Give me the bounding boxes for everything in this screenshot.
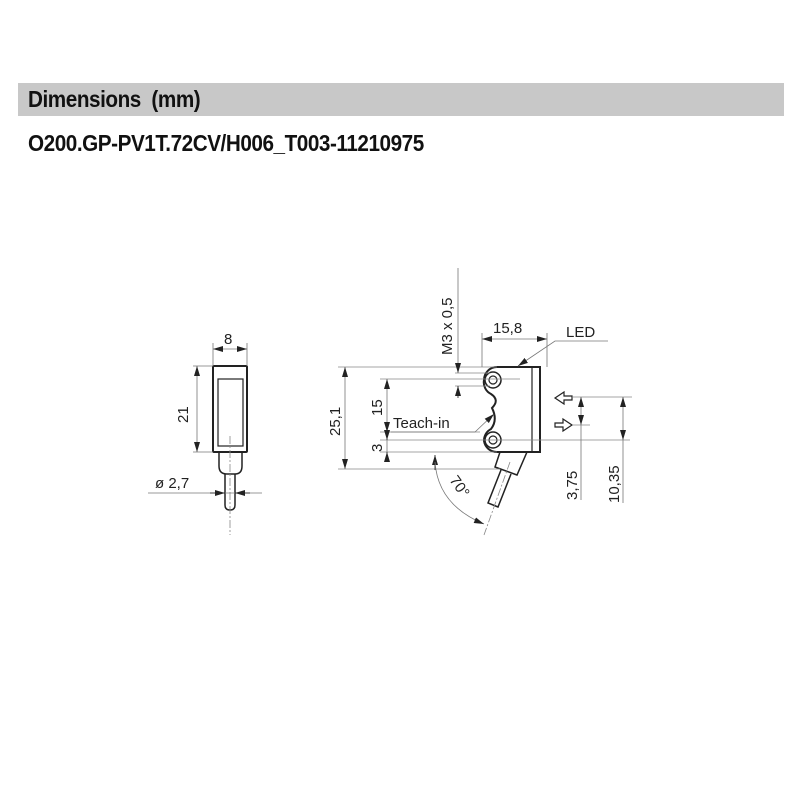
side-view: [148, 343, 262, 535]
header-bar: [18, 83, 784, 116]
front-view: [338, 268, 632, 536]
height-label: 21: [175, 406, 192, 423]
depth-label: 15,8: [493, 320, 522, 337]
bottom-offset-label: 3: [369, 444, 386, 452]
hole-spacing-label: 15: [369, 399, 386, 416]
cable-diameter-label: ø 2,7: [155, 475, 189, 492]
model-code: O200.GP-PV1T.72CV/H006_T003-11210975: [28, 130, 424, 156]
total-height-label: 25,1: [327, 407, 344, 436]
optical-height-label: 10,35: [606, 465, 623, 503]
teach-in-label: Teach-in: [393, 415, 450, 432]
width-label: 8: [224, 331, 232, 348]
thread-label: M3 x 0,5: [439, 297, 456, 355]
led-label: LED: [566, 324, 595, 341]
page-title: Dimensions (mm): [28, 86, 201, 112]
optical-offset-label: 3,75: [564, 471, 581, 500]
cable-angle-label: 70°: [446, 473, 473, 501]
